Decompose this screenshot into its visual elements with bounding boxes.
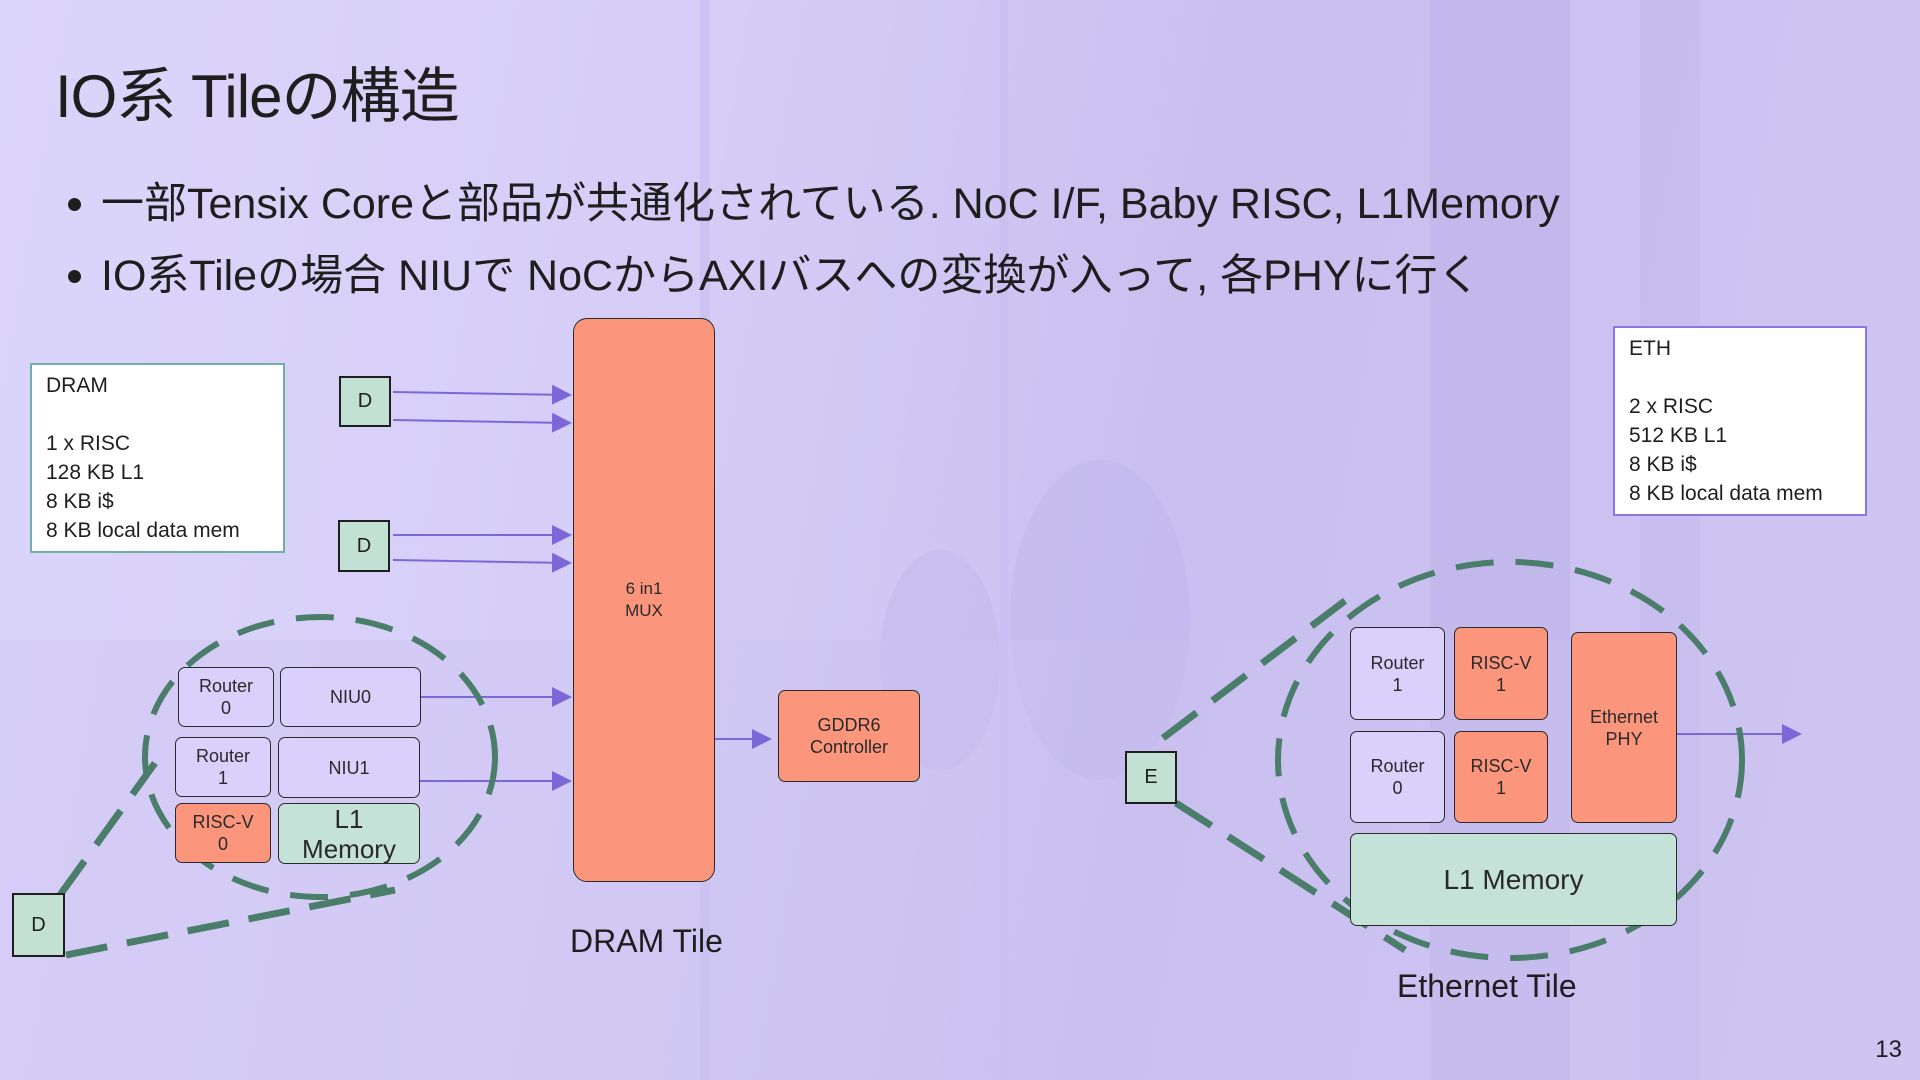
eth-info-box: ETH 2 x RISC 512 KB L1 8 KB i$ 8 KB loca… [1613,326,1867,516]
dram-d-node-top: D [339,376,391,427]
gddr6-controller-block: GDDR6 Controller [778,690,920,782]
niu0-block: NIU0 [280,667,421,727]
eth-router-1-block: Router 1 [1350,627,1445,720]
niu1-block: NIU1 [278,737,420,798]
eth-risc-v-block-top: RISC-V 1 [1454,627,1548,720]
eth-risc-v-block-bottom: RISC-V 1 [1454,731,1548,823]
dram-info-box: DRAM 1 x RISC 128 KB L1 8 KB i$ 8 KB loc… [30,363,285,553]
bullet-dot [68,197,81,211]
eth-e-node: E [1125,751,1177,804]
dram-d-node-middle: D [338,520,390,572]
l1-memory-block: L1 Memory [278,803,420,864]
bullet-text: IO系Tileの場合 NIUで NoCからAXIバスへの変換が入って, 各PHY… [101,252,1481,300]
bullet-list: 一部Tensix Coreと部品が共通化されている. NoC I/F, Baby… [68,168,1560,312]
ethernet-tile-caption: Ethernet Tile [1397,968,1577,1004]
dram-d-node-bottom: D [12,893,65,957]
router-1-block: Router 1 [175,737,271,797]
router-0-block: Router 0 [178,667,274,727]
dram-tile-caption: DRAM Tile [570,923,723,959]
bullet-item: IO系Tileの場合 NIUで NoCからAXIバスへの変換が入って, 各PHY… [68,240,1560,312]
slide-title: IO系 Tileの構造 [55,63,459,130]
bullet-text: 一部Tensix Coreと部品が共通化されている. NoC I/F, Baby… [101,180,1560,228]
eth-l1-memory-block: L1 Memory [1350,833,1677,926]
ethernet-phy-block: Ethernet PHY [1571,632,1677,823]
bullet-item: 一部Tensix Coreと部品が共通化されている. NoC I/F, Baby… [68,168,1560,240]
mux-block: 6 in1 MUX [573,318,715,882]
risc-v-0-block: RISC-V 0 [175,803,271,863]
bullet-dot [68,269,81,283]
page-number: 13 [1875,1036,1902,1063]
eth-router-0-block: Router 0 [1350,731,1445,823]
